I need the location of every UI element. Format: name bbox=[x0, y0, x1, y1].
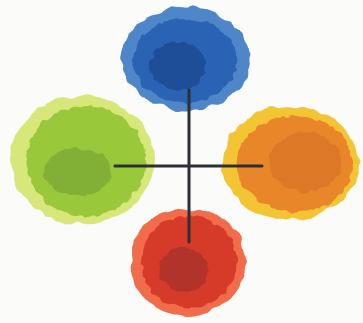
orange-blob bbox=[222, 106, 358, 220]
blue-blob-core bbox=[150, 42, 206, 90]
green-blob-core bbox=[44, 148, 112, 196]
green-blob bbox=[10, 96, 154, 224]
red-blob-core bbox=[160, 248, 208, 292]
orange-blob-core bbox=[269, 132, 341, 192]
blue-blob bbox=[122, 7, 250, 111]
